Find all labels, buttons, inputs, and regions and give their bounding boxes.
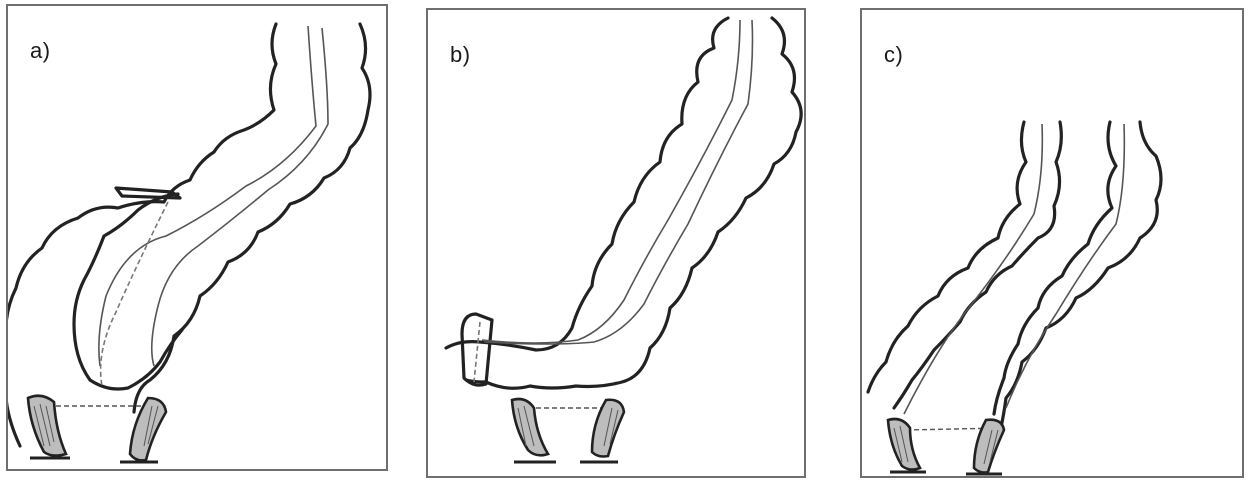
panel-a: a) — [6, 4, 388, 471]
lumen-line-2 — [484, 20, 753, 344]
endoscope-path — [474, 322, 480, 382]
colon-diagram-b — [428, 10, 808, 480]
colon-outer-wall-left — [868, 122, 1026, 392]
colon-bend-flap — [116, 188, 180, 198]
colon-inner-wall-left — [894, 122, 1061, 408]
panel-c: c) — [860, 8, 1244, 478]
sphincter-left — [512, 399, 548, 455]
colon-outer-wall-right — [134, 24, 370, 412]
colon-diagram-c — [862, 10, 1246, 480]
colon-outer-wall-right — [1000, 122, 1161, 432]
colon-outer-wall-left — [446, 18, 728, 350]
endoscope-path — [101, 202, 168, 386]
sphincter-left — [28, 396, 66, 456]
panel-b: b) — [426, 8, 806, 478]
colon-inner-wall-right — [994, 122, 1116, 414]
colon-diagram-a — [8, 6, 390, 473]
sphincter-right — [974, 420, 1004, 473]
colon-outer-wall — [8, 24, 276, 446]
lumen-line-1 — [482, 20, 740, 343]
